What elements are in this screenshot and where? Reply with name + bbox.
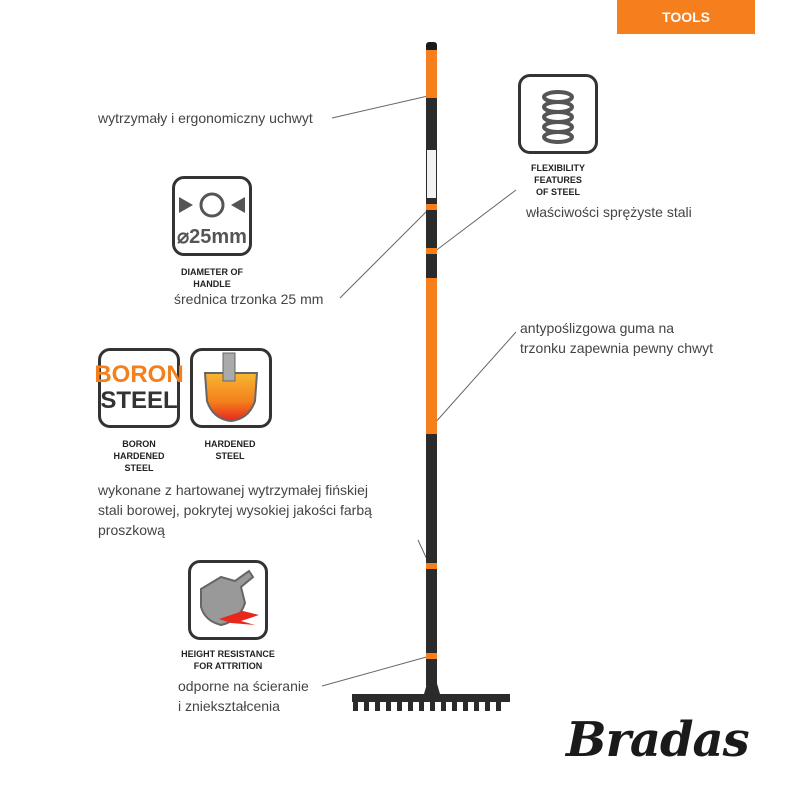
diameter-text: średnica trzonka 25 mm — [174, 291, 324, 307]
flexibility-caption: FLEXIBILITY FEATURES OF STEEL — [531, 163, 585, 197]
boron-steel-badge: BORON STEEL — [94, 348, 184, 428]
shaft-ring — [426, 563, 437, 569]
shaft-ring — [426, 204, 437, 210]
boron-badge-line1: BORON — [94, 361, 184, 388]
steel-feature-text: wykonane z hartowanej wytrzymałej fiński… — [98, 482, 372, 538]
leader-flex — [433, 189, 517, 253]
attrition-badge — [188, 560, 268, 640]
flexibility-badge — [518, 74, 598, 154]
shaft-cap — [426, 42, 437, 50]
diameter-value: ⌀25mm — [177, 226, 247, 248]
leader-grip — [433, 331, 517, 425]
bradas-logo: Bradas — [566, 712, 750, 768]
diameter-badge: ⌀25mm — [172, 176, 252, 256]
handle-grip-top — [426, 50, 437, 98]
shovel-attrition-icon — [200, 569, 259, 627]
rake-neck — [424, 680, 440, 694]
leader-diameter — [339, 207, 431, 299]
hardened-steel-badge — [190, 348, 272, 428]
rubber-grip — [426, 278, 437, 434]
shaft-ring — [426, 653, 437, 659]
handle-feature-text: wytrzymały i ergonomiczny uchwyt — [98, 110, 313, 126]
grip-feature-text: antypoślizgowa guma na trzonku zapewnia … — [520, 320, 713, 356]
attrition-caption: HEIGHT RESISTANCE FOR ATTRITION — [181, 649, 275, 671]
product-label — [427, 150, 436, 198]
hardened-caption: HARDENED STEEL — [204, 439, 256, 461]
boron-badge-line2: STEEL — [100, 387, 178, 414]
spring-icon — [542, 90, 574, 144]
rake-head — [352, 694, 510, 702]
diameter-icon: ⌀25mm — [177, 192, 247, 248]
leader-attrition — [321, 655, 431, 687]
attrition-text: odporne na ścieranie i zniekształcenia — [178, 678, 309, 714]
shovel-hardened-icon — [203, 352, 259, 423]
boron-caption: BORON HARDENED STEEL — [113, 439, 165, 473]
diameter-caption: DIAMETER OF HANDLE — [181, 267, 243, 289]
rake-tines — [353, 700, 501, 711]
flexibility-text: właściwości sprężyste stali — [526, 204, 692, 220]
shaft-ring — [426, 248, 437, 254]
leader-handle — [331, 95, 429, 119]
category-tag: TOOLS — [617, 0, 755, 34]
